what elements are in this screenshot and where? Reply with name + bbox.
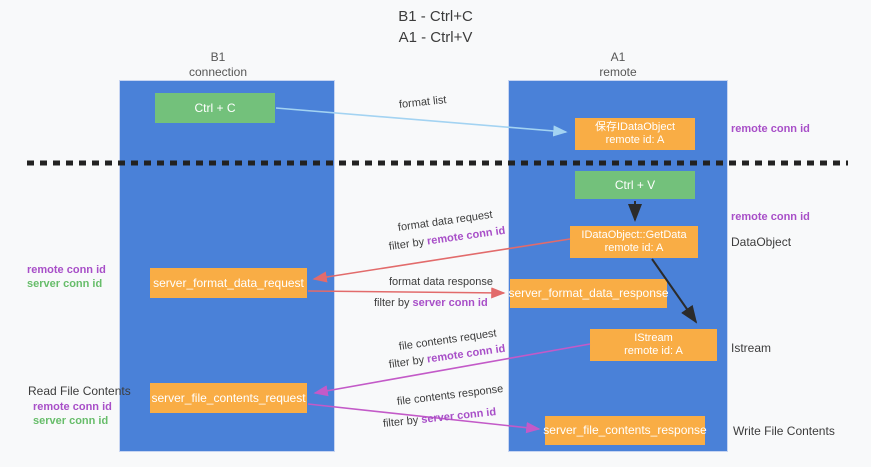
- server-conn-id-text: server conn id: [412, 297, 488, 309]
- node-save-idataobject-line2: remote id: A: [605, 134, 665, 146]
- node-server-format-data-response: server_format_data_response: [508, 279, 669, 308]
- node-istream-line1: IStream: [634, 332, 673, 344]
- node-file-response-label: server_file_contents_response: [543, 423, 707, 437]
- node-getdata-line2: remote id: A: [604, 242, 664, 254]
- bottom-left-server-conn-id: server conn id: [33, 415, 109, 427]
- left-column-header: B1 connection: [158, 50, 278, 80]
- istream-side-label: Istream: [731, 341, 772, 355]
- file-response-filter-label: filter by server conn id: [382, 406, 496, 430]
- node-server-file-contents-response: server_file_contents_response: [543, 416, 707, 445]
- node-save-idataobject-line1: 保存IDataObject: [594, 121, 676, 133]
- right-column-name: A1: [610, 50, 626, 64]
- bottom-left-remote-conn-id: remote conn id: [33, 401, 112, 413]
- write-file-contents-label: Write File Contents: [733, 424, 835, 438]
- read-file-contents-label: Read File Contents: [28, 384, 131, 398]
- node-format-response-label: server_format_data_response: [508, 286, 669, 300]
- filter-by-text: filter by: [374, 297, 413, 309]
- left-server-conn-id: server conn id: [27, 278, 103, 290]
- format-response-filter-label: filter by server conn id: [374, 297, 488, 309]
- format-data-response-arrow: [307, 287, 506, 299]
- node-ctrl-v-label: Ctrl + V: [614, 178, 656, 192]
- node-idataobject-getdata: IDataObject::GetData remote id: A: [570, 226, 698, 258]
- dataobject-label: DataObject: [731, 235, 792, 249]
- right-remote-conn-id-top: remote conn id: [731, 123, 810, 135]
- right-column-role: remote: [599, 65, 637, 79]
- node-ctrl-c: Ctrl + C: [155, 93, 275, 123]
- right-remote-conn-id-mid: remote conn id: [731, 211, 810, 223]
- left-column-name: B1: [210, 50, 226, 64]
- node-server-format-data-request: server_format_data_request: [150, 268, 307, 298]
- node-file-request-label: server_file_contents_request: [151, 390, 306, 405]
- node-format-request-label: server_format_data_request: [153, 275, 304, 290]
- filter-by-text: filter by: [382, 414, 422, 430]
- left-remote-conn-id: remote conn id: [27, 264, 106, 276]
- node-istream-line2: remote id: A: [624, 345, 683, 357]
- node-server-file-contents-request: server_file_contents_request: [150, 383, 307, 413]
- file-contents-response-label: file contents response: [396, 383, 504, 408]
- node-save-idataobject: 保存IDataObject remote id: A: [575, 118, 695, 150]
- format-data-response-label: format data response: [389, 276, 493, 288]
- node-ctrl-v: Ctrl + V: [575, 171, 695, 199]
- left-column-role: connection: [188, 65, 248, 79]
- server-conn-id-text: server conn id: [420, 406, 497, 426]
- diagram-title: B1 - Ctrl+C A1 - Ctrl+V: [0, 6, 871, 48]
- right-column-header: A1 remote: [558, 50, 678, 80]
- node-getdata-line1: IDataObject::GetData: [581, 229, 687, 241]
- node-istream: IStream remote id: A: [590, 329, 717, 361]
- filter-by-text: filter by: [388, 235, 428, 253]
- node-ctrl-c-label: Ctrl + C: [194, 101, 236, 115]
- title-line-1: B1 - Ctrl+C: [398, 8, 473, 25]
- filter-by-text: filter by: [388, 353, 428, 371]
- title-line-2: A1 - Ctrl+V: [398, 29, 473, 46]
- format-list-label: format list: [398, 94, 448, 111]
